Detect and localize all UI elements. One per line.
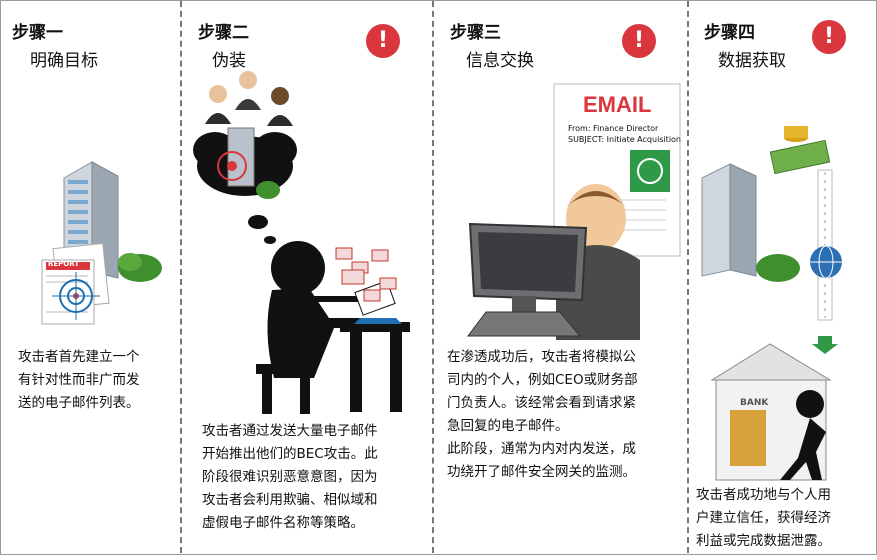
step-2-title: 步骤二: [198, 23, 249, 43]
hacker-at-desk-icon: [256, 241, 410, 414]
description-line: 此阶段，通常为内对内发送，成: [447, 441, 636, 457]
thought-cloud-icon: [193, 127, 297, 244]
description-line: 攻击者通过发送大量电子邮件: [202, 423, 378, 439]
down-arrow-icon: [812, 336, 838, 354]
envelopes-icon: [335, 247, 397, 302]
description-line: 虚假电子邮件名称等策略。: [202, 515, 364, 531]
description-line: 攻击者首先建立一个: [18, 349, 140, 365]
step-4-title: 步骤四: [704, 23, 755, 43]
people-group-icon: [205, 71, 293, 126]
step-3-title: 步骤三: [450, 23, 501, 43]
report-label: REPORT: [48, 260, 80, 268]
email-from: From: Finance Director: [568, 124, 659, 133]
step-3-description: 在渗透成功后，攻击者将模拟公 司内的个人，例如CEO或财务部 门负责人。该经常会…: [447, 346, 638, 484]
warning-icon: !: [622, 24, 656, 58]
step-2-description: 攻击者通过发送大量电子邮件 开始推出他们的BEC攻击。此 阶段很难识别恶意意图，…: [202, 420, 378, 535]
building-icon-2: [701, 163, 800, 282]
description-line: 阶段很难识别恶意意图，因为: [202, 469, 378, 485]
warning-glyph: !: [823, 24, 835, 49]
description-line: 送的电子邮件列表。: [18, 395, 140, 411]
description-line: 攻击者会利用欺骗、相似域和: [202, 492, 378, 508]
step-1-description: 攻击者首先建立一个 有针对性而非广而发 送的电子邮件列表。: [18, 346, 140, 415]
globe-icon: [810, 245, 842, 279]
description-line: 功绕开了邮件安全网关的监测。: [447, 464, 636, 480]
dashed-path-icon: [817, 169, 833, 321]
description-line: 在渗透成功后，攻击者将模拟公: [447, 349, 636, 365]
step-divider: [432, 1, 434, 553]
step-2-subtitle: 伪装: [212, 51, 246, 71]
step-4-subtitle: 数据获取: [718, 51, 786, 71]
description-line: 急回复的电子邮件。: [447, 418, 569, 434]
description-line: 利益或完成数据泄露。: [696, 533, 831, 549]
email-subject: SUBJECT: Initiate Acquisition: [568, 135, 681, 144]
description-line: 有针对性而非广而发: [18, 372, 140, 388]
step-3-subtitle: 信息交换: [466, 51, 534, 71]
step-1-title: 步骤一: [12, 23, 63, 43]
step-divider: [687, 1, 689, 553]
money-stack-icon: [769, 126, 831, 175]
target-crosshair-icon: [52, 272, 100, 320]
email-heading: EMAIL: [583, 92, 652, 117]
description-line: 门负责人。该经常会看到请求紧: [447, 395, 636, 411]
bank-label: BANK: [740, 398, 769, 408]
description-line: 开始推出他们的BEC攻击。此: [202, 446, 378, 462]
step-4-description: 攻击者成功地与个人用 户建立信任，获得经济 利益或完成数据泄露。: [696, 484, 831, 553]
person-at-computer-icon: [467, 184, 640, 340]
description-line: 户建立信任，获得经济: [696, 510, 831, 526]
step-1-subtitle: 明确目标: [30, 51, 98, 71]
step-divider: [180, 1, 182, 553]
warning-glyph: !: [633, 28, 645, 53]
description-line: 攻击者成功地与个人用: [696, 487, 831, 503]
warning-icon: !: [812, 20, 846, 54]
warning-icon: !: [366, 24, 400, 58]
thief-with-money-bag-icon: [780, 390, 826, 480]
description-line: 司内的个人，例如CEO或财务部: [447, 372, 638, 388]
warning-glyph: !: [377, 28, 389, 53]
